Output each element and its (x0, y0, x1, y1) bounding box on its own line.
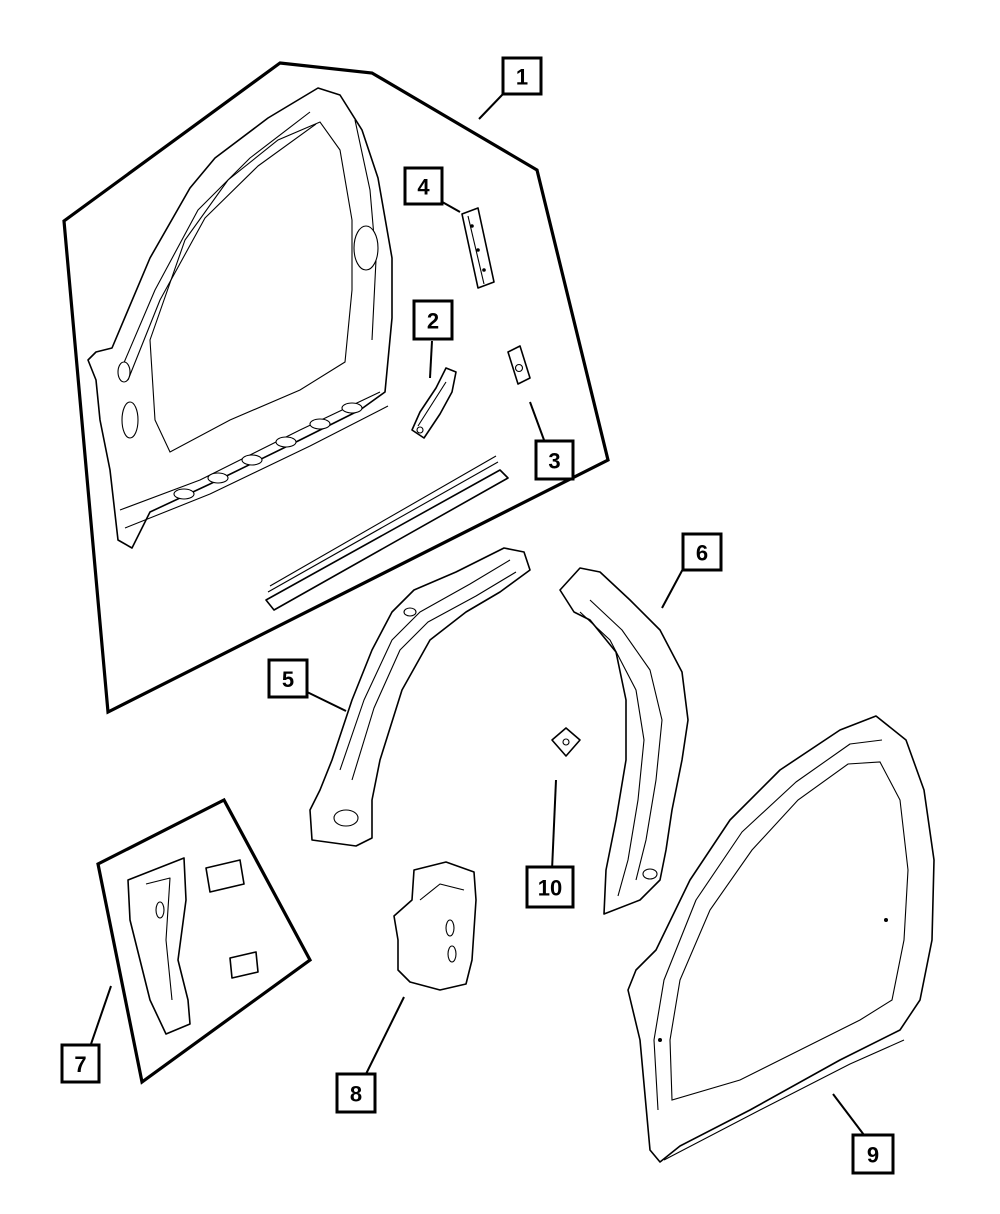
callout-8-label: 8 (350, 1082, 362, 1107)
part-10-plate (551, 727, 581, 757)
callout-2-label: 2 (427, 309, 439, 334)
body-side-aperture-panel (87, 87, 393, 549)
callout-8[interactable]: 8 (335, 1072, 377, 1114)
callout-5[interactable]: 5 (267, 658, 309, 699)
callout-10[interactable]: 10 (525, 865, 575, 909)
leader-line-5 (304, 690, 347, 712)
part-6-b-pillar (559, 567, 689, 915)
part-5-a-pillar (309, 547, 531, 847)
leader-line-8 (365, 996, 405, 1075)
callout-4[interactable]: 4 (403, 166, 444, 206)
leader-line-7 (89, 985, 112, 1048)
part-7-pillar-reinforcement (127, 857, 259, 1035)
callout-1-label: 1 (516, 65, 528, 90)
callout-2[interactable]: 2 (412, 299, 454, 341)
part-3-plate (507, 345, 531, 385)
part-8-lower-bracket (393, 861, 477, 991)
part-9-body-side-outer (627, 715, 935, 1163)
part-4-reinforcement-bracket (461, 207, 495, 289)
callout-3-label: 3 (548, 449, 560, 474)
part-2-bracket (411, 367, 457, 439)
callout-6[interactable]: 6 (681, 532, 723, 572)
callout-7[interactable]: 7 (60, 1043, 101, 1084)
callout-3[interactable]: 3 (534, 439, 575, 481)
callout-6-label: 6 (696, 541, 708, 566)
leader-line-6 (661, 566, 685, 609)
leader-line-2 (429, 340, 433, 379)
callout-9-label: 9 (867, 1143, 879, 1168)
callout-9[interactable]: 9 (851, 1133, 895, 1175)
callout-7-label: 7 (74, 1052, 86, 1077)
callout-10-label: 10 (538, 876, 562, 901)
rocker-sill-strip (265, 455, 509, 611)
assembly-frame-7 (96, 797, 313, 1085)
leader-line-10 (551, 779, 557, 871)
leader-line-3 (529, 401, 545, 441)
leader-line-9 (832, 1093, 865, 1136)
assembly-frame-1 (62, 61, 610, 715)
leader-line-1 (478, 93, 504, 120)
callout-5-label: 5 (282, 667, 294, 692)
callout-4-label: 4 (417, 175, 430, 200)
callout-1[interactable]: 1 (501, 56, 543, 96)
